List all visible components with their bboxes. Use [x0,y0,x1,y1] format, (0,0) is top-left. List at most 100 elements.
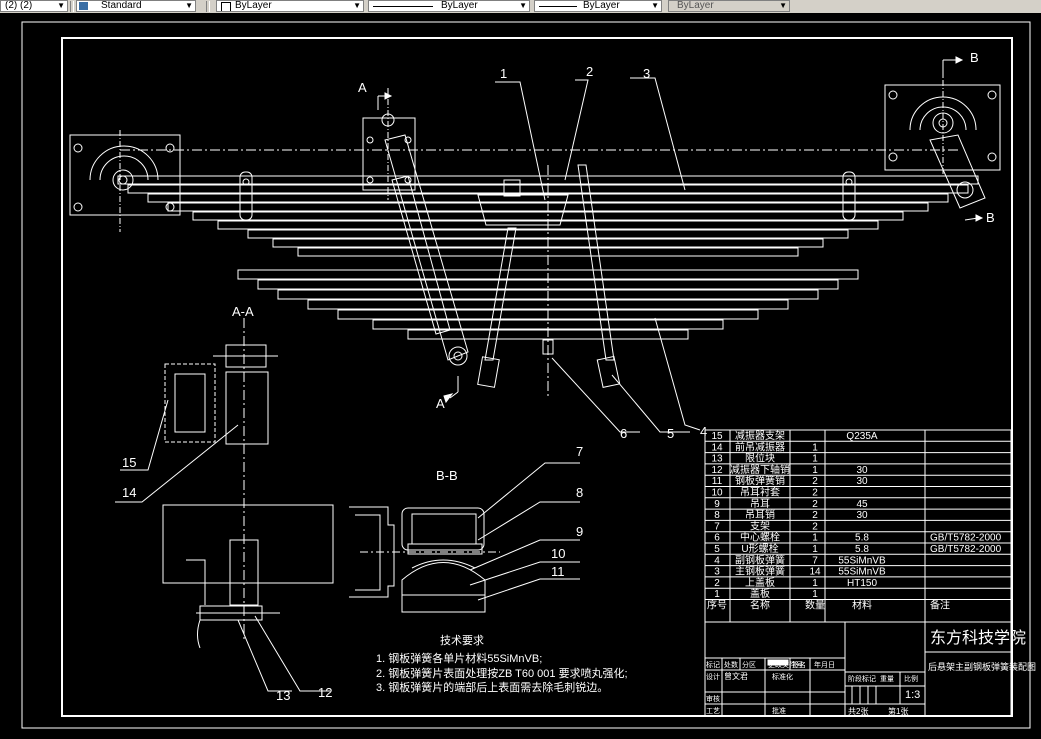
bom-cell-name: 盖板 [750,587,770,600]
bom-cell-qty: 7 [812,555,818,566]
bom-cell-qty: 1 [812,589,818,600]
drawing-canvas[interactable]: 1 2 3 4 5 6 7 8 9 10 11 12 13 14 15 A-A … [0,13,1041,739]
sheet-outer-frame [21,21,1031,729]
linetype-preview [373,6,433,7]
standardize-label: 标准化 [772,672,793,681]
drawing-title: 后悬架主副钢板弹簧装配图 [928,661,1036,672]
bom-cell-name: 吊耳销 [745,508,775,521]
bom-cell-name: 副钢板弹簧 [735,553,785,566]
bom-table [704,429,1012,623]
zone-label: 分区 [742,660,756,669]
section-bb-view [349,506,500,613]
callout-13: 13 [276,688,290,703]
callout-11: 11 [551,564,565,579]
bom-cell-qty: 1 [812,533,818,544]
spring-clip-pins [239,171,856,221]
sign-label: 签名 [792,660,806,669]
bom-cell-name: 限位块 [745,452,775,465]
section-bb-title: B-B [436,468,458,483]
callout-10: 10 [551,546,565,561]
u-bolts [477,164,621,388]
linetype-dropdown[interactable]: ByLayer ▼ [368,0,530,12]
bom-cell-qty: 2 [812,521,818,532]
school-name: 东方科技学院 [930,629,1026,647]
properties-toolbar: (2) (2) ▼ Standard ▼ ByLayer ▼ ByLayer ▼… [0,0,1041,14]
bom-cell-no: 序号 [707,599,727,612]
process-label: 工艺 [706,707,720,715]
tech-note-3: 3. 钢板弹簧片的端部后上表面需去除毛刺锐边。 [376,680,608,694]
title-block [704,621,1012,717]
title-block-text: 东方科技学院 后悬架主副钢板弹簧装配图 1:3 共2张 第1张 标记 处数 分区… [706,629,1036,716]
designer-label: 设计 [706,672,720,681]
bom-cell-no: 8 [714,510,720,521]
weight-label: 重量 [880,675,894,683]
approve-label: 批准 [772,706,786,715]
bom-cell-no: 2 [714,578,720,589]
bom-cell-name: 上盖板 [745,576,775,589]
bom-cell-no: 4 [714,555,720,566]
count-label: 处数 [724,660,738,669]
bom-cell-name: 支架 [750,520,770,532]
bom-cell-name: 主钢板弹簧 [735,565,785,578]
callout-15: 15 [122,455,136,470]
callout-14: 14 [122,485,136,500]
drawing-border [61,37,1013,717]
callout-2: 2 [586,64,593,79]
section-aa-view [162,318,334,649]
doc-label: 更改文件号 [768,660,803,669]
plotstyle-dropdown[interactable]: ByLayer ▼ [668,0,790,12]
tech-note-1: 1. 钢板弹簧各单片材料55SiMnVB; [376,651,542,665]
bom-cell-name: U形螺栓 [741,542,778,555]
bom-cell-name: 吊耳衬套 [740,486,780,499]
bom-cell-no: 10 [711,488,723,499]
bom-cell-material: 5.8 [855,533,869,544]
layer-dropdown[interactable]: (2) (2) ▼ [0,0,68,12]
textstyle-icon [79,2,88,10]
bom-cell-qty: 数量 [805,599,825,612]
chevron-down-icon: ▼ [519,1,527,10]
bom-cell-material: 55SiMnVB [838,567,886,578]
bom-cell-qty: 1 [812,465,818,476]
callout-12: 12 [318,685,332,700]
mark-label: 标记 [706,660,720,669]
bom-cell-qty: 1 [812,454,818,465]
toolbar-separator [70,1,74,12]
bom-cell-no: 15 [711,431,723,442]
chevron-down-icon: ▼ [651,1,659,10]
bom-cell-note: GB/T5782-2000 [930,544,1002,555]
textstyle-dropdown[interactable]: Standard ▼ [76,0,196,12]
linetype-value: ByLayer [441,0,478,11]
bom-cell-material: HT150 [847,578,877,589]
designer-name: 曾文君 [724,671,748,681]
callout-8: 8 [576,485,583,500]
scale-value: 1:3 [905,689,920,701]
drawing-labels: 1 2 3 4 5 6 7 8 9 10 11 12 13 14 15 A-A … [122,50,995,703]
sheet-no: 第1张 [888,706,908,716]
callout-3: 3 [643,66,650,81]
bom-cell-no: 1 [714,589,720,600]
bom-cell-no: 7 [714,521,720,532]
bom-cell-qty: 2 [812,510,818,521]
color-dropdown[interactable]: ByLayer ▼ [216,0,364,12]
bom-cell-no: 11 [712,476,723,487]
bom-cell-name: 中心螺栓 [740,531,780,544]
front-bracket [69,130,181,232]
toolbar-separator [206,1,210,12]
bom-cell-name: 吊耳 [750,498,770,510]
chevron-down-icon: ▼ [353,1,361,10]
bom-cell-qty: 14 [809,567,821,578]
bom-cell-no: 5 [714,544,720,555]
callout-1: 1 [500,66,507,81]
bom-cell-qty: 1 [812,578,818,589]
callout-4: 4 [700,424,707,439]
bom-cell-qty: 1 [812,544,818,555]
lineweight-dropdown[interactable]: ByLayer ▼ [534,0,662,12]
leaf-spring-stack [117,149,979,398]
section-arrows [377,56,984,404]
rear-bracket [884,80,1001,209]
bom-cell-name: 钢板弹簧销 [735,474,785,487]
sheets-total: 共2张 [848,707,868,716]
review-label: 审核 [706,694,720,703]
bom-cell-name: 前吊减振器 [735,440,785,453]
